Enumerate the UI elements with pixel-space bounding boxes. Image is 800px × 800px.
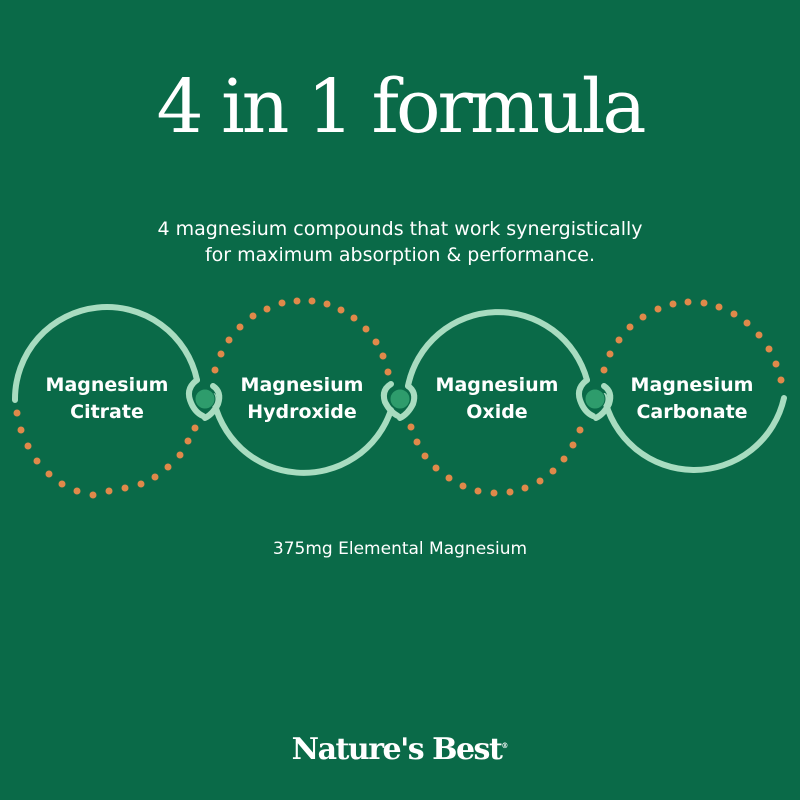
connector-node-2 — [389, 388, 411, 410]
compound-oxide: Magnesium Oxide — [407, 372, 587, 426]
compound-hydroxide-line1: Magnesium — [240, 374, 364, 396]
subtitle: 4 magnesium compounds that work synergis… — [0, 216, 800, 268]
brand-logo: Nature's Best® — [0, 726, 800, 770]
connector-3-hook-right — [593, 383, 614, 421]
connector-3-hook-left — [575, 377, 596, 419]
ring-3-solid-arc — [405, 309, 590, 389]
ring-2-solid-arc — [210, 393, 394, 476]
subtitle-line-2: for maximum absorption & performance. — [204, 244, 596, 266]
compound-citrate-line1: Magnesium — [45, 374, 169, 396]
connector-node-1 — [194, 388, 216, 410]
subtitle-line-1: 4 magnesium compounds that work synergis… — [157, 218, 643, 240]
compound-rings-diagram — [11, 297, 787, 499]
compound-oxide-line1: Magnesium — [435, 374, 559, 396]
compound-citrate-line2: Citrate — [70, 401, 144, 423]
compound-oxide-line2: Oxide — [466, 401, 528, 423]
connector-2-hook-right — [397, 383, 418, 421]
compound-hydroxide-line2: Hydroxide — [247, 401, 357, 423]
compound-hydroxide: Magnesium Hydroxide — [212, 372, 392, 426]
ring-4-solid-arc — [601, 393, 787, 473]
connector-2-hook-left — [380, 381, 401, 419]
dotted-arcs — [13, 297, 785, 499]
brand-name: Nature's Best — [291, 732, 503, 767]
compound-carbonate-line1: Magnesium — [630, 374, 754, 396]
elemental-magnesium-note: 375mg Elemental Magnesium — [272, 539, 528, 559]
connector-1-hook-right — [202, 383, 223, 421]
compound-carbonate-line2: Carbonate — [636, 401, 748, 423]
connector-1-hook-left — [185, 377, 206, 419]
connector-node-3 — [584, 388, 606, 410]
registered-mark: ® — [501, 741, 509, 750]
headline: 4 in 1 formula — [156, 64, 647, 150]
ring-1-solid-arc — [11, 304, 200, 403]
compound-carbonate: Magnesium Carbonate — [602, 372, 782, 426]
compound-citrate: Magnesium Citrate — [17, 372, 197, 426]
